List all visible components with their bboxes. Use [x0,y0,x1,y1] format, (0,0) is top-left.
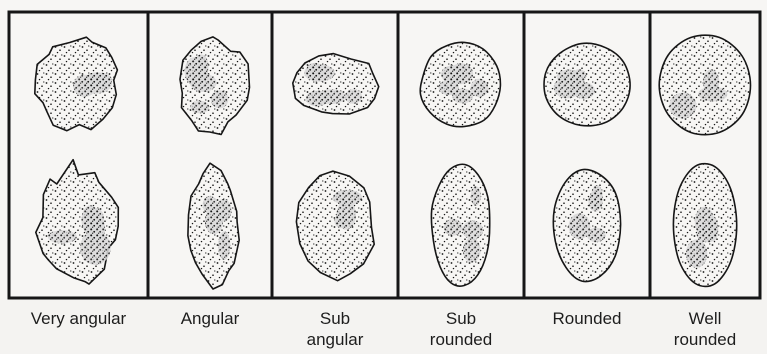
grain-shading [698,87,727,102]
grain [296,171,374,281]
class-labels: Very angular Angular Sub angular Sub rou… [0,300,767,354]
grain-shading [334,214,347,229]
grain-shading [462,220,483,239]
grain-drawing [0,0,767,300]
grain-outline [293,54,379,114]
grain-panel [0,0,767,300]
grain-shading [572,69,586,83]
panel-border [9,12,760,298]
grain-shading [345,89,362,104]
grain-outline [420,42,500,126]
grain [180,37,250,135]
grain [431,164,489,286]
grain [673,164,736,287]
grain-shading [708,216,718,241]
grain-shading [686,239,707,267]
grain-shading [441,65,464,83]
label-sub-rounded: Sub rounded [397,308,525,350]
grain-shading [85,73,112,88]
grain-shading [211,90,228,108]
label-angular: Angular [146,308,274,329]
grain-outline [296,171,374,281]
grain-shading [669,93,696,119]
grain-shading [86,215,105,242]
grain-shading [190,101,209,114]
grain-shading [471,186,481,206]
grain [188,163,239,289]
label-rounded: Rounded [523,308,651,329]
grain-shading [463,238,481,263]
label-very-angular: Very angular [15,308,143,329]
grain-shading [470,79,488,97]
grain-shading [444,219,462,236]
grain [659,35,750,135]
grain [420,42,500,126]
grain [35,37,118,131]
grain [544,43,630,126]
label-sub-angular: Sub angular [271,308,399,350]
grain-shading [573,82,595,99]
grain-outline [36,160,119,284]
grain-shading [306,63,324,80]
grain-shading [333,190,362,205]
grain-shading [216,199,232,222]
grain-shading [218,231,230,260]
grain [293,54,379,114]
grain-shading [318,89,346,104]
grain-shading [185,57,209,86]
grain-shading [203,196,218,214]
label-well-rounded: Well rounded [641,308,767,350]
grain [553,169,620,281]
grain-shading [452,89,473,104]
grain [36,160,119,284]
grain-shading [48,230,77,243]
grain-shading [587,228,606,243]
grain-shading [588,192,602,212]
